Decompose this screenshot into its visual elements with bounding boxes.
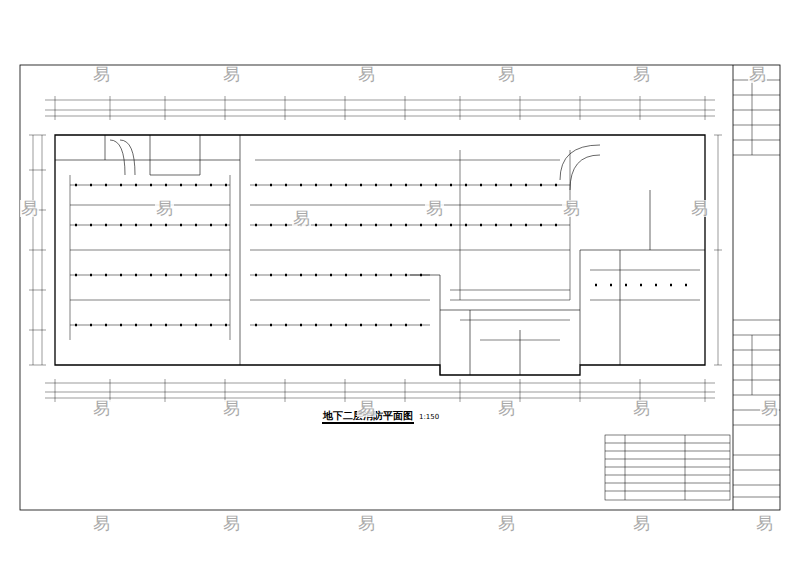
drawing-frame <box>20 65 780 510</box>
watermark: 易 <box>222 66 241 83</box>
watermark: 易 <box>497 515 516 532</box>
watermark: 易 <box>222 515 241 532</box>
interior-walls <box>55 135 705 375</box>
legend-table <box>605 435 730 500</box>
scale-label: 1:150 <box>418 414 440 421</box>
watermark: 易 <box>92 515 111 532</box>
watermark: 易 <box>632 400 651 417</box>
watermark: 易 <box>632 515 651 532</box>
watermark: 易 <box>292 210 311 227</box>
watermark: 易 <box>357 66 376 83</box>
watermark: 易 <box>20 200 39 217</box>
watermark: 易 <box>357 400 376 417</box>
watermark: 易 <box>425 200 444 217</box>
watermark: 易 <box>755 515 774 532</box>
watermark: 易 <box>632 66 651 83</box>
fire-alarm-wiring <box>70 150 700 340</box>
watermark: 易 <box>497 400 516 417</box>
watermark: 易 <box>748 66 767 83</box>
watermark: 易 <box>562 200 581 217</box>
watermark: 易 <box>155 200 174 217</box>
watermark: 易 <box>222 400 241 417</box>
building-outline <box>55 135 705 375</box>
watermark: 易 <box>690 200 709 217</box>
watermark: 易 <box>357 515 376 532</box>
watermark: 易 <box>760 400 779 417</box>
dimension-lines <box>29 96 722 402</box>
detector-symbols <box>75 185 700 325</box>
watermark: 易 <box>92 400 111 417</box>
watermark: 易 <box>92 66 111 83</box>
title-block <box>733 80 780 497</box>
watermark: 易 <box>497 66 516 83</box>
